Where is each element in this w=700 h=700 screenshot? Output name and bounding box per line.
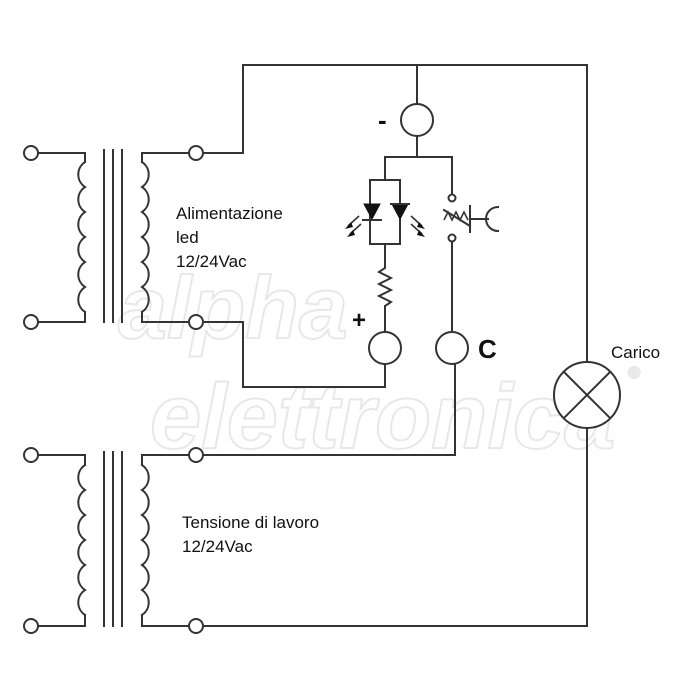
wire-common-feed (202, 363, 456, 456)
transformer-top-secondary-lead-bottom (141, 311, 190, 323)
transformer-top-primary-coil (77, 160, 87, 314)
watermark-registered: ® (628, 365, 640, 382)
wire-plus-feed (202, 321, 386, 388)
terminal-common (435, 331, 469, 365)
transformer-top-primary-lead-bottom (37, 311, 86, 323)
watermark: alpha elettronica ® (117, 257, 641, 469)
wire-top-bus (202, 64, 588, 363)
work-voltage-label-line1: Tensione di lavoro (182, 513, 319, 532)
wire-minus-to-led (384, 135, 418, 181)
terminal-plus (368, 331, 402, 365)
led-supply-label-line3: 12/24Vac (176, 252, 247, 271)
transformer-bottom-primary-terminal-bottom (23, 618, 39, 634)
watermark-line1: alpha (118, 258, 348, 357)
transformer-top-primary-terminal-top (23, 145, 39, 161)
transformer-top-secondary-terminal-top (188, 145, 204, 161)
work-voltage-label-line2: 12/24Vac (182, 537, 253, 556)
transformer-top-core (103, 149, 123, 323)
terminal-plus-label: + (352, 307, 366, 334)
resistor (376, 243, 394, 333)
transformer-top-secondary-lead-top (141, 152, 190, 163)
transformer-bottom-secondary-terminal-top (188, 447, 204, 463)
transformer-top-secondary-coil (140, 160, 150, 314)
transformer-bottom-primary-lead-bottom (37, 614, 86, 627)
load-label: Carico (611, 343, 660, 362)
transformer-bottom-primary-lead-top (37, 454, 86, 466)
transformer-bottom-core (103, 451, 123, 627)
transformer-top-secondary-terminal-bottom (188, 314, 204, 330)
transformer-bottom-secondary-lead-bottom (141, 614, 190, 627)
transformer-bottom-secondary-lead-top (141, 454, 190, 466)
wire-minus-to-switch (416, 156, 453, 194)
terminal-common-label: C (478, 334, 497, 364)
transformer-bottom-secondary-terminal-bottom (188, 618, 204, 634)
led-left (362, 203, 382, 221)
transformer-top-primary-terminal-bottom (23, 314, 39, 330)
transformer-bottom-primary-coil (77, 463, 87, 617)
wire-load-return (202, 427, 588, 627)
terminal-minus (400, 103, 434, 137)
led-right (390, 203, 410, 221)
transformer-bottom-primary-terminal-top (23, 447, 39, 463)
led-left-emission-icon (345, 215, 362, 237)
led-supply-label-line1: Alimentazione (176, 204, 283, 223)
watermark-line2: elettronica (150, 366, 615, 468)
led-right-emission-icon (410, 215, 425, 237)
led-supply-label-line2: led (176, 228, 199, 247)
load-lamp (553, 361, 621, 429)
transformer-top-primary-lead-top (37, 152, 86, 163)
transformer-work-voltage (23, 447, 204, 634)
push-button-switch (442, 193, 500, 243)
terminal-minus-label: - (378, 105, 387, 135)
transformer-led-supply (23, 145, 204, 330)
transformer-bottom-secondary-coil (140, 463, 150, 617)
relay-device: - + (345, 103, 500, 365)
wiring (202, 64, 588, 627)
